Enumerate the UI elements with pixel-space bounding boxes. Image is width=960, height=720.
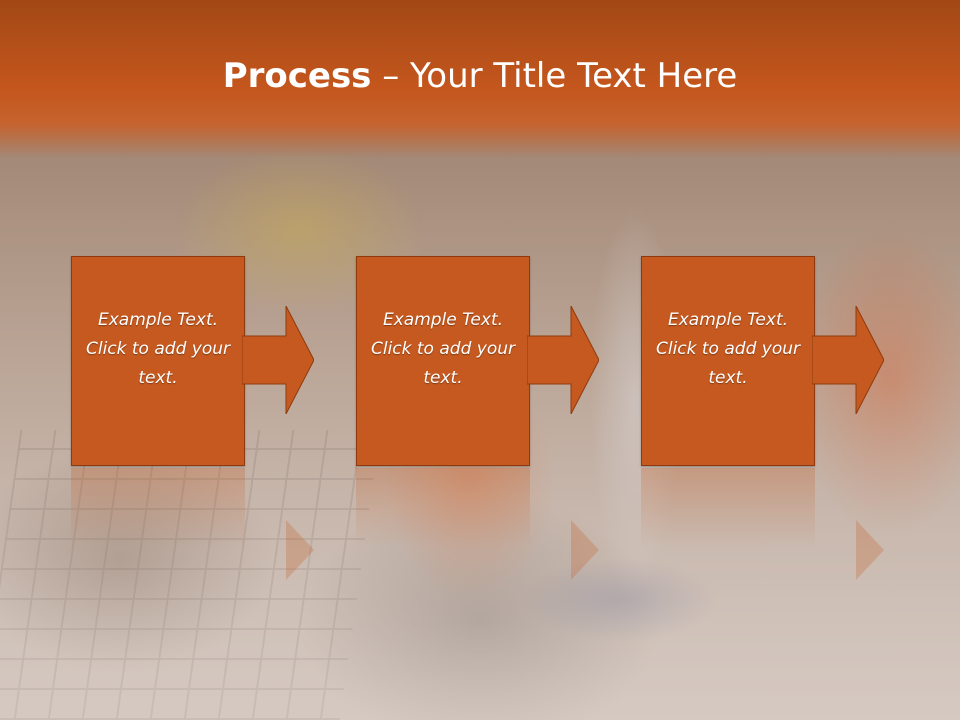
- title-bold-part: Process: [222, 56, 372, 96]
- arrow-right-icon: [527, 306, 599, 414]
- process-box-2[interactable]: Example Text. Click to add your text.: [356, 256, 530, 466]
- arrow-reflection-icon: [286, 520, 314, 580]
- process-box-2-reflection: [356, 468, 530, 548]
- title-rest-part: – Your Title Text Here: [371, 56, 738, 96]
- arrow-reflection-icon: [571, 520, 599, 580]
- process-box-1[interactable]: Example Text. Click to add your text.: [71, 256, 245, 466]
- process-step-1[interactable]: Example Text. Click to add your text.: [71, 256, 245, 548]
- arrow-right-icon: [812, 306, 884, 414]
- arrow-reflection-icon: [856, 520, 884, 580]
- process-box-2-text[interactable]: Example Text. Click to add your text.: [370, 309, 515, 388]
- slide-title[interactable]: Process – Your Title Text Here: [0, 52, 960, 100]
- title-bar: [0, 0, 960, 158]
- process-box-3-text[interactable]: Example Text. Click to add your text.: [655, 309, 800, 388]
- process-step-3[interactable]: Example Text. Click to add your text.: [641, 256, 815, 548]
- process-box-1-reflection: [71, 468, 245, 548]
- process-box-3-reflection: [641, 468, 815, 548]
- arrow-right-icon: [242, 306, 314, 414]
- process-box-1-text[interactable]: Example Text. Click to add your text.: [85, 309, 230, 388]
- process-box-3[interactable]: Example Text. Click to add your text.: [641, 256, 815, 466]
- process-step-2[interactable]: Example Text. Click to add your text.: [356, 256, 530, 548]
